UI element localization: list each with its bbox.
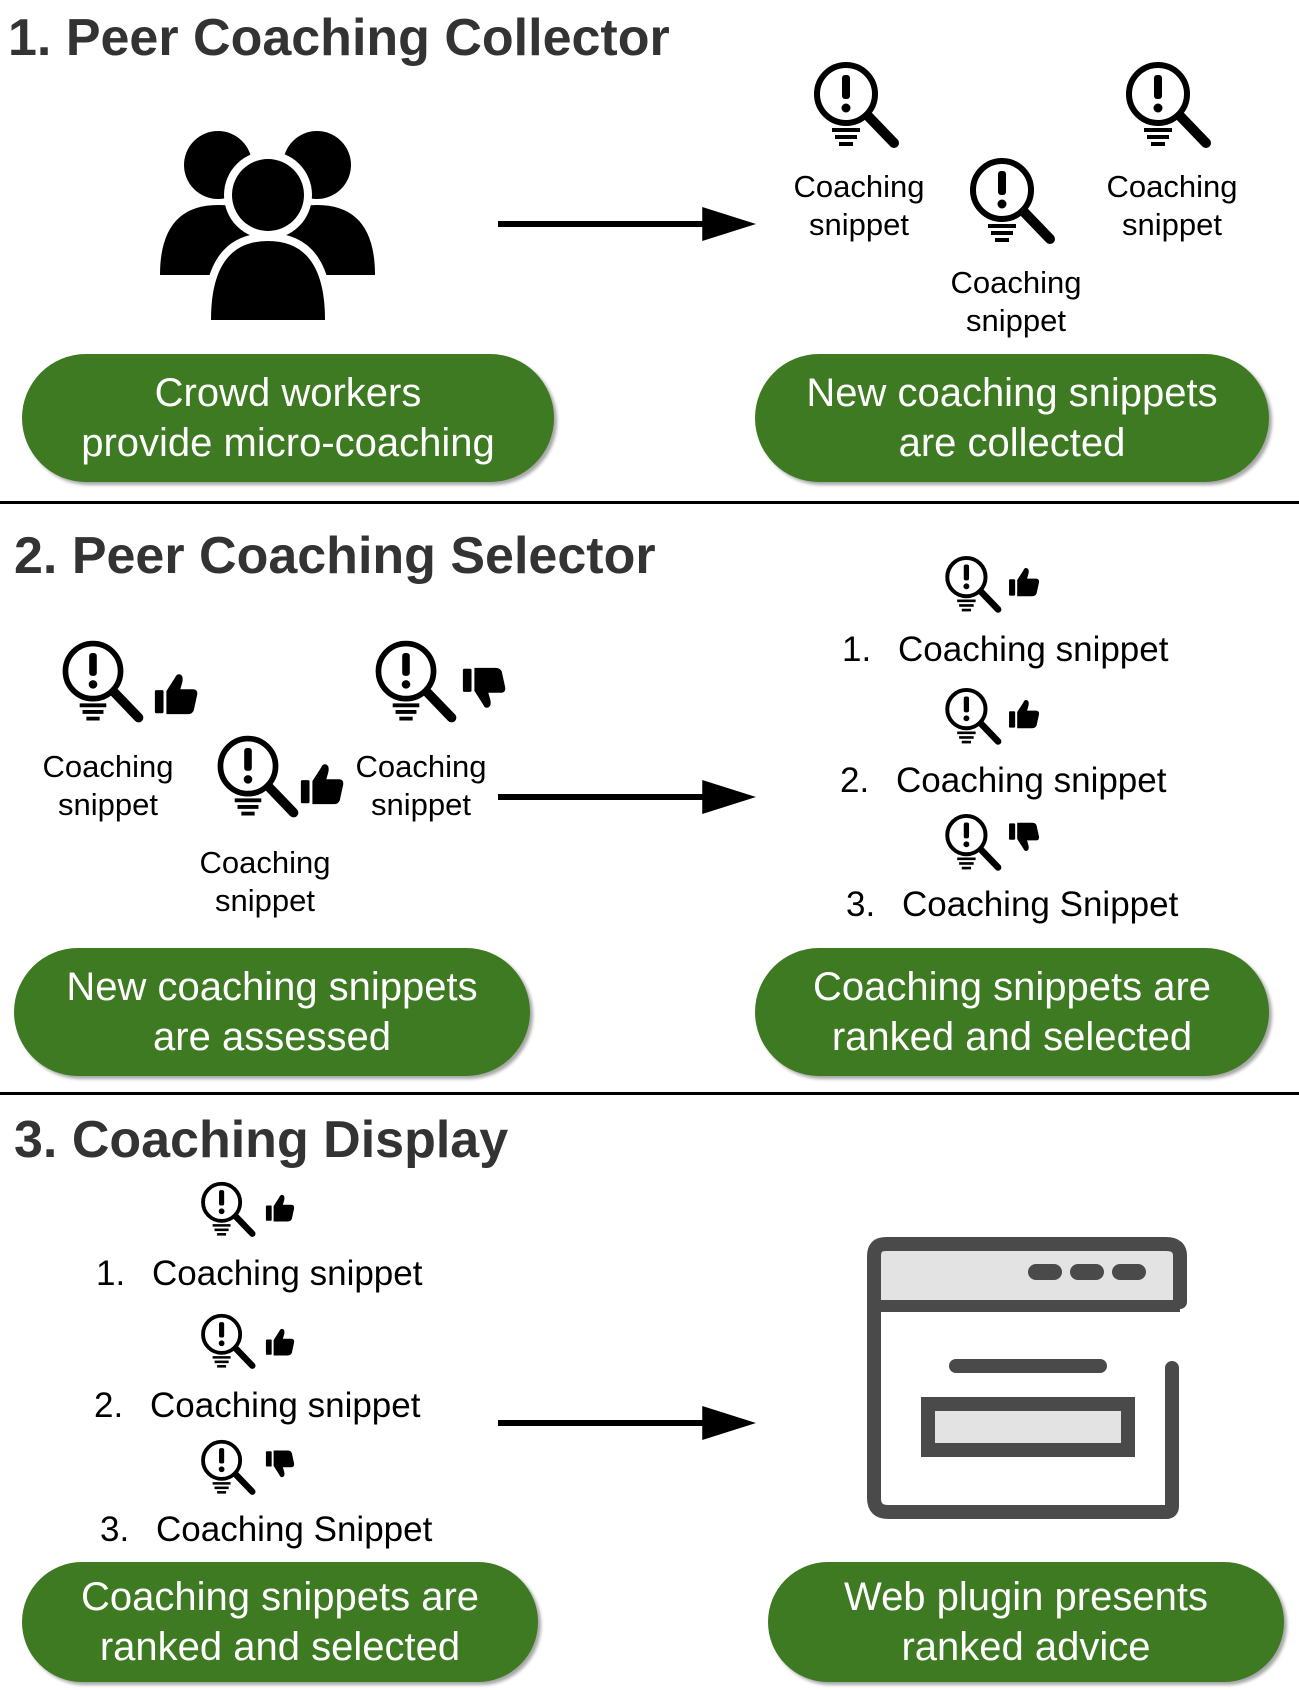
thumbs-up-icon	[150, 670, 202, 718]
section-divider	[0, 501, 1299, 504]
thumbs-up-icon	[296, 760, 348, 808]
magnifier-exclamation-icon	[940, 552, 1006, 618]
ranked-item: 2.Coaching snippet	[840, 761, 1167, 800]
browser-window-icon	[867, 1237, 1187, 1519]
thumbs-down-icon	[458, 664, 510, 712]
magnifier-exclamation-icon	[940, 684, 1006, 750]
section-title: 1. Peer Coaching Collector	[8, 9, 670, 67]
ranked-item: 3.Coaching Snippet	[100, 1510, 433, 1549]
ranked-item: 1.Coaching snippet	[842, 630, 1169, 669]
section-title: 3. Coaching Display	[14, 1111, 509, 1169]
magnifier-exclamation-icon	[196, 1436, 260, 1500]
thumbs-up-icon	[262, 1326, 298, 1358]
magnifier-exclamation-icon	[210, 730, 305, 825]
arrow-right-icon	[498, 777, 756, 817]
magnifier-exclamation-icon	[196, 1310, 260, 1374]
thumbs-up-icon	[262, 1192, 298, 1224]
magnifier-exclamation-icon	[368, 635, 463, 730]
arrow-right-icon	[498, 204, 756, 244]
thumbs-up-icon	[1006, 565, 1042, 599]
magnifier-exclamation-icon	[962, 152, 1062, 252]
magnifier-exclamation-icon	[55, 635, 150, 730]
ranked-item: 2.Coaching snippet	[94, 1386, 421, 1425]
magnifier-exclamation-icon	[196, 1178, 260, 1242]
people-group-icon	[160, 131, 375, 323]
ranked-item: 3.Coaching Snippet	[846, 885, 1179, 924]
thumbs-up-icon	[1006, 697, 1042, 731]
magnifier-exclamation-icon	[940, 810, 1006, 876]
thumbs-down-icon	[1006, 820, 1042, 854]
section-divider	[0, 1092, 1299, 1095]
arrow-right-icon	[498, 1403, 756, 1443]
thumbs-down-icon	[262, 1448, 298, 1480]
magnifier-exclamation-icon	[1118, 56, 1218, 156]
section-title: 2. Peer Coaching Selector	[14, 527, 656, 585]
magnifier-exclamation-icon	[806, 56, 906, 156]
ranked-item: 1.Coaching snippet	[96, 1254, 423, 1293]
